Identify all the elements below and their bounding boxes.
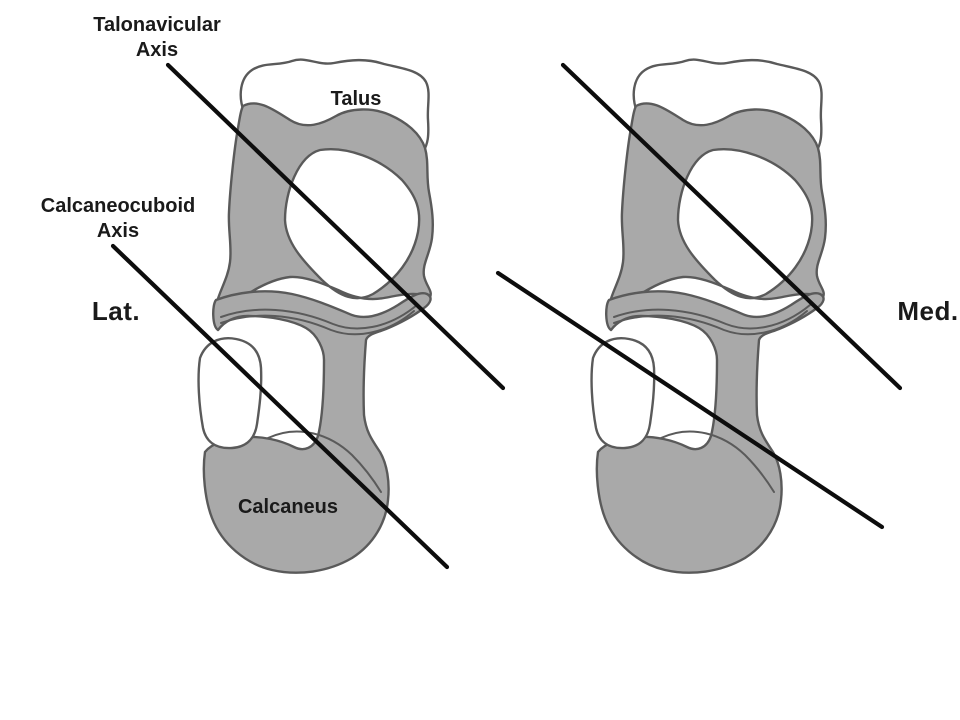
talonavicular-axis-label-line2: Axis [135, 39, 179, 61]
talonavicular-axis-label-line1: Talonavicular [93, 14, 221, 36]
calcaneocuboid-axis-line-medial [495, 270, 885, 530]
talonavicular-axis-line-medial [560, 62, 903, 391]
talonavicular-axis-label: Talonavicular Axis [93, 13, 220, 63]
talonavicular-axis-line-lateral [165, 62, 506, 391]
lateral-side-label: Lat. [91, 296, 141, 326]
calcaneocuboid-axis-label-line2: Axis [96, 220, 140, 242]
calcaneocuboid-axis-label: Calcaneocuboid Axis [41, 194, 195, 244]
medial-side-label: Med. [897, 296, 959, 326]
talus-label: Talus [330, 88, 382, 110]
calcaneocuboid-axis-line-lateral [110, 243, 450, 570]
hindfoot-bones-medial [590, 58, 828, 574]
calcaneus-label: Calcaneus [237, 496, 339, 518]
calcaneocuboid-axis-label-line1: Calcaneocuboid [40, 195, 196, 217]
